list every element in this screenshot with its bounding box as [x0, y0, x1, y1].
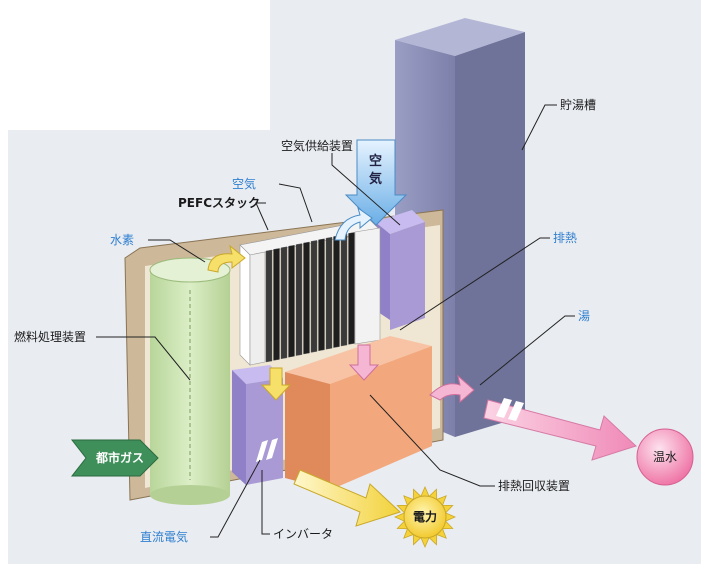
air-inlet-arrow: 空 気 [344, 139, 408, 226]
hydrogen-flow-arrow [207, 244, 246, 273]
stack-plate [310, 240, 318, 353]
air-inlet-label-1: 空 [369, 153, 382, 169]
fuel-processor-cylinder [149, 257, 231, 505]
leader-lines [96, 104, 575, 538]
inverter-label: インバータ [273, 527, 333, 541]
stack-plate [265, 249, 273, 363]
city-gas-label: 都市ガス [95, 450, 144, 465]
air-supply-device [375, 210, 425, 330]
stack-plate [280, 246, 288, 360]
stack-plate [295, 243, 303, 356]
stack-plate [318, 238, 325, 352]
power-sun-icon [393, 485, 457, 549]
air-flow-arrow [334, 206, 373, 241]
stack-plates [265, 232, 355, 363]
exhaust-heat-label: 排熱 [553, 231, 577, 245]
electric-power-output-arrow [293, 469, 401, 527]
hydrogen-label: 水素 [110, 233, 134, 247]
hot-water-label: 湯 [578, 309, 590, 323]
dc-electricity-label: 直流電気 [140, 529, 188, 544]
stack-plate [333, 235, 340, 348]
warm-water-label: 温水 [653, 450, 677, 464]
exhaust-heat-arrow [348, 344, 380, 381]
electric-power-label: 電力 [413, 509, 437, 524]
stack-plate [303, 241, 310, 355]
pefc-stack-label: PEFCスタック [178, 196, 260, 210]
warm-water-output-arrow [483, 398, 637, 461]
air-supply-device-label: 空気供給装置 [281, 138, 353, 153]
air-label: 空気 [232, 176, 256, 191]
stack-plate [325, 236, 333, 350]
stack-plate [273, 248, 280, 361]
city-gas-arrow: 都市ガス [70, 439, 159, 477]
hot-water-arrow [429, 374, 475, 404]
fuel-processor-label: 燃料処理装置 [14, 329, 86, 344]
storage-tank-label: 貯湯槽 [560, 98, 596, 112]
air-inlet-label-2: 気 [369, 171, 382, 187]
dc-electricity-arrow [260, 367, 292, 401]
warm-water-ball [636, 428, 694, 486]
stack-plate [288, 244, 295, 358]
exhaust-heat-recovery-label: 排熱回収装置 [498, 479, 570, 493]
stack-plate [340, 233, 348, 347]
stack-plate [348, 232, 355, 345]
